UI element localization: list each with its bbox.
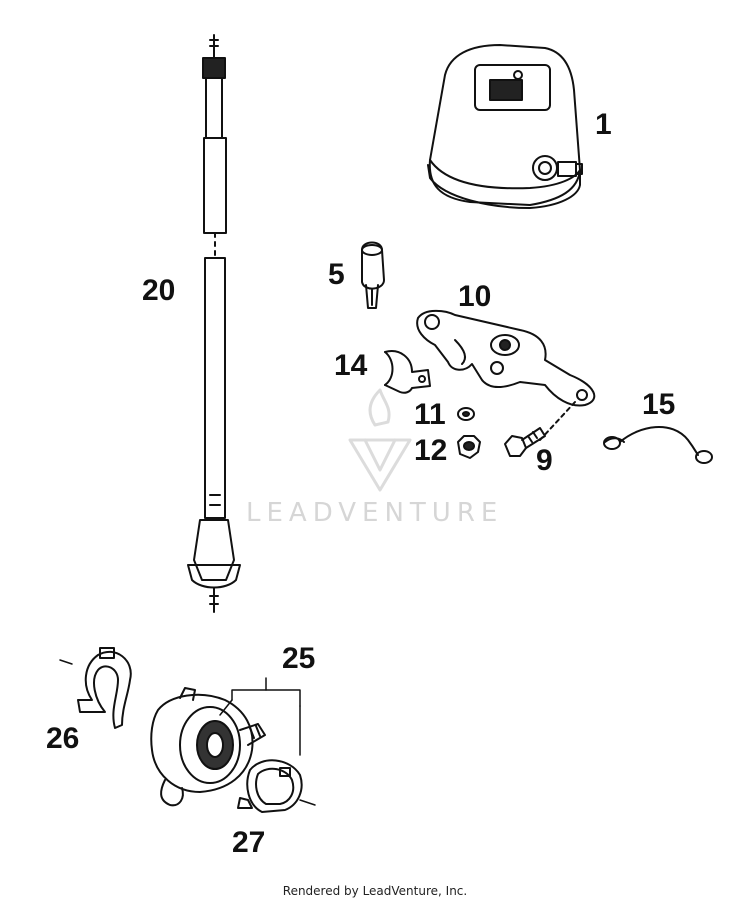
watermark-logo [348,388,412,492]
indicator-bulb [361,241,385,309]
speedometer-drive [150,687,266,807]
cable-clamp [77,647,132,729]
leader-lines [59,659,316,806]
footer-credit: Rendered by LeadVenture, Inc. [282,884,468,898]
callout-part-14: 14 [334,349,368,382]
callout-part-15: 15 [642,388,676,421]
cable-clip [384,350,431,394]
callout-part-5: 5 [328,258,345,291]
bolt [504,427,546,457]
callout-part-25: 25 [282,642,316,675]
callout-part-1: 1 [595,108,612,141]
callout-part-12: 12 [414,434,448,467]
nut [457,435,481,459]
mounting-bracket [416,309,596,441]
washer [457,407,475,421]
callout-part-20: 20 [142,274,176,307]
callout-part-27: 27 [232,826,266,859]
watermark-text: LEADVENTURE [246,498,504,528]
speedometer-cable [187,34,241,613]
ground-wire [603,426,713,464]
callout-part-9: 9 [536,444,553,477]
callout-part-10: 10 [458,280,492,313]
lock-ring [237,759,303,813]
callout-part-26: 26 [46,722,80,755]
speedometer-housing [427,44,583,209]
callout-part-11: 11 [414,398,446,431]
